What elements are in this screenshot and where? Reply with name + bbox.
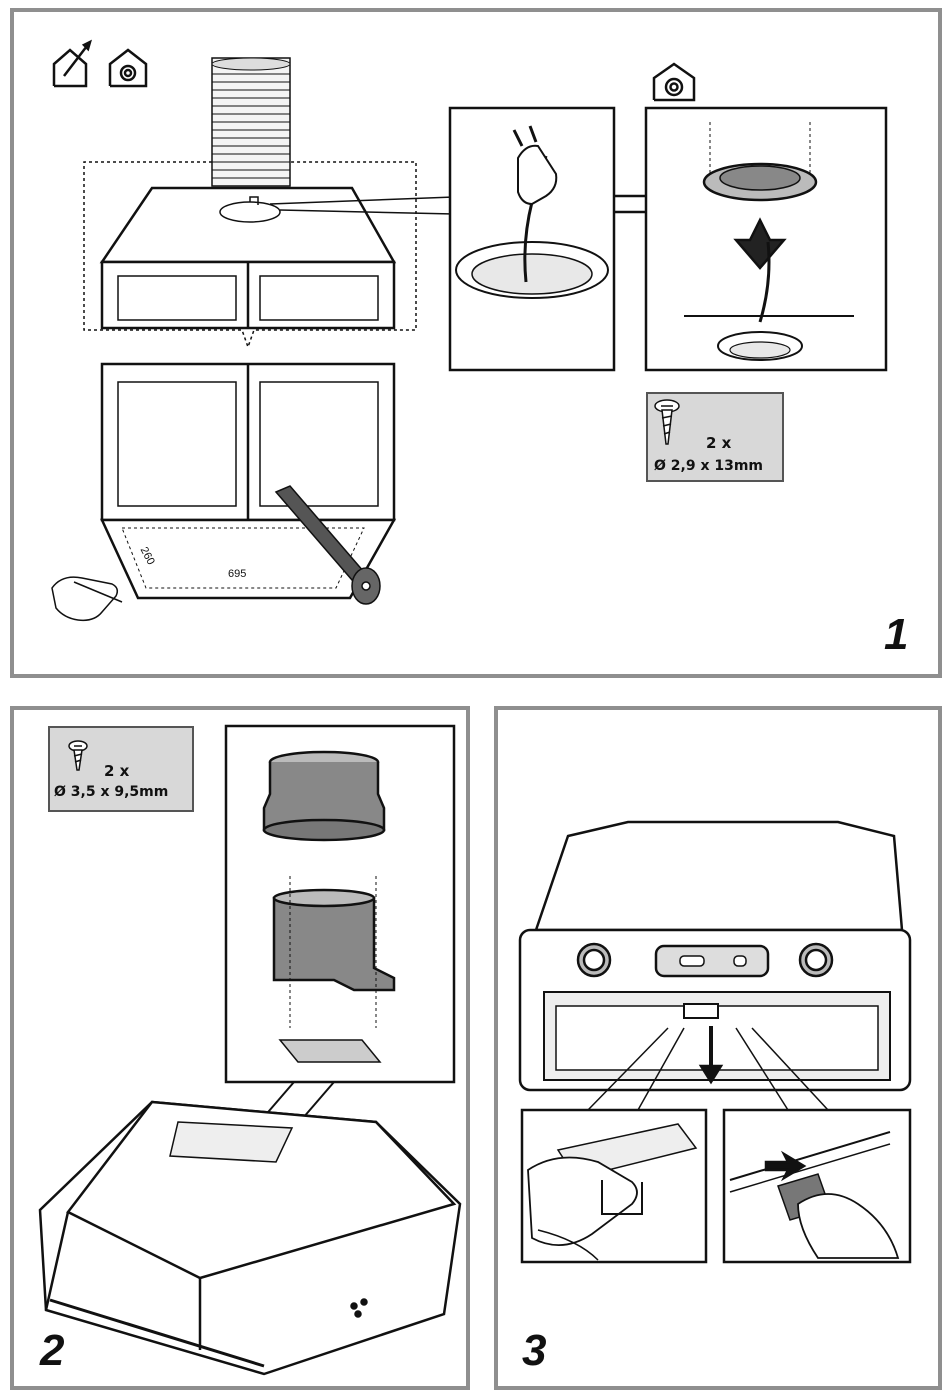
step-2-panel: 2 x Ø 3,5 x 9,5mm 2 xyxy=(10,706,470,1390)
flexible-duct xyxy=(212,58,290,186)
screw-size: Ø 2,9 x 13mm xyxy=(654,458,763,474)
power-cord-inset xyxy=(450,108,614,370)
step-1-illustration xyxy=(14,12,946,682)
marking-hand-icon xyxy=(52,577,122,620)
charcoal-filter-inset xyxy=(614,108,886,370)
upper-cabinet xyxy=(102,188,454,328)
duct-adapter-inset xyxy=(226,726,454,1140)
screw-quantity: 2 x xyxy=(706,434,731,452)
ducted-mode-icon xyxy=(54,42,90,86)
screw-quantity: 2 x xyxy=(104,762,129,780)
recirculation-mode-icon xyxy=(110,50,146,86)
step-number: 2 xyxy=(40,1326,64,1376)
filter-release-inset xyxy=(724,1110,910,1262)
hood-front-view xyxy=(520,822,910,1090)
step-number: 1 xyxy=(884,610,908,660)
step-3-illustration xyxy=(498,710,946,1394)
hood-body xyxy=(40,1102,460,1374)
filter-latch-inset xyxy=(522,1110,706,1262)
screw-size: Ø 3,5 x 9,5mm xyxy=(54,784,168,800)
cutout-width-label: 695 xyxy=(228,568,246,580)
recirculation-mode-icon xyxy=(654,64,694,100)
step-2-illustration xyxy=(14,710,474,1394)
step-number: 3 xyxy=(522,1326,546,1376)
step-1-panel: 2 x Ø 2,9 x 13mm 695 260 1 xyxy=(10,8,942,678)
step-3-panel: 3 xyxy=(494,706,942,1390)
